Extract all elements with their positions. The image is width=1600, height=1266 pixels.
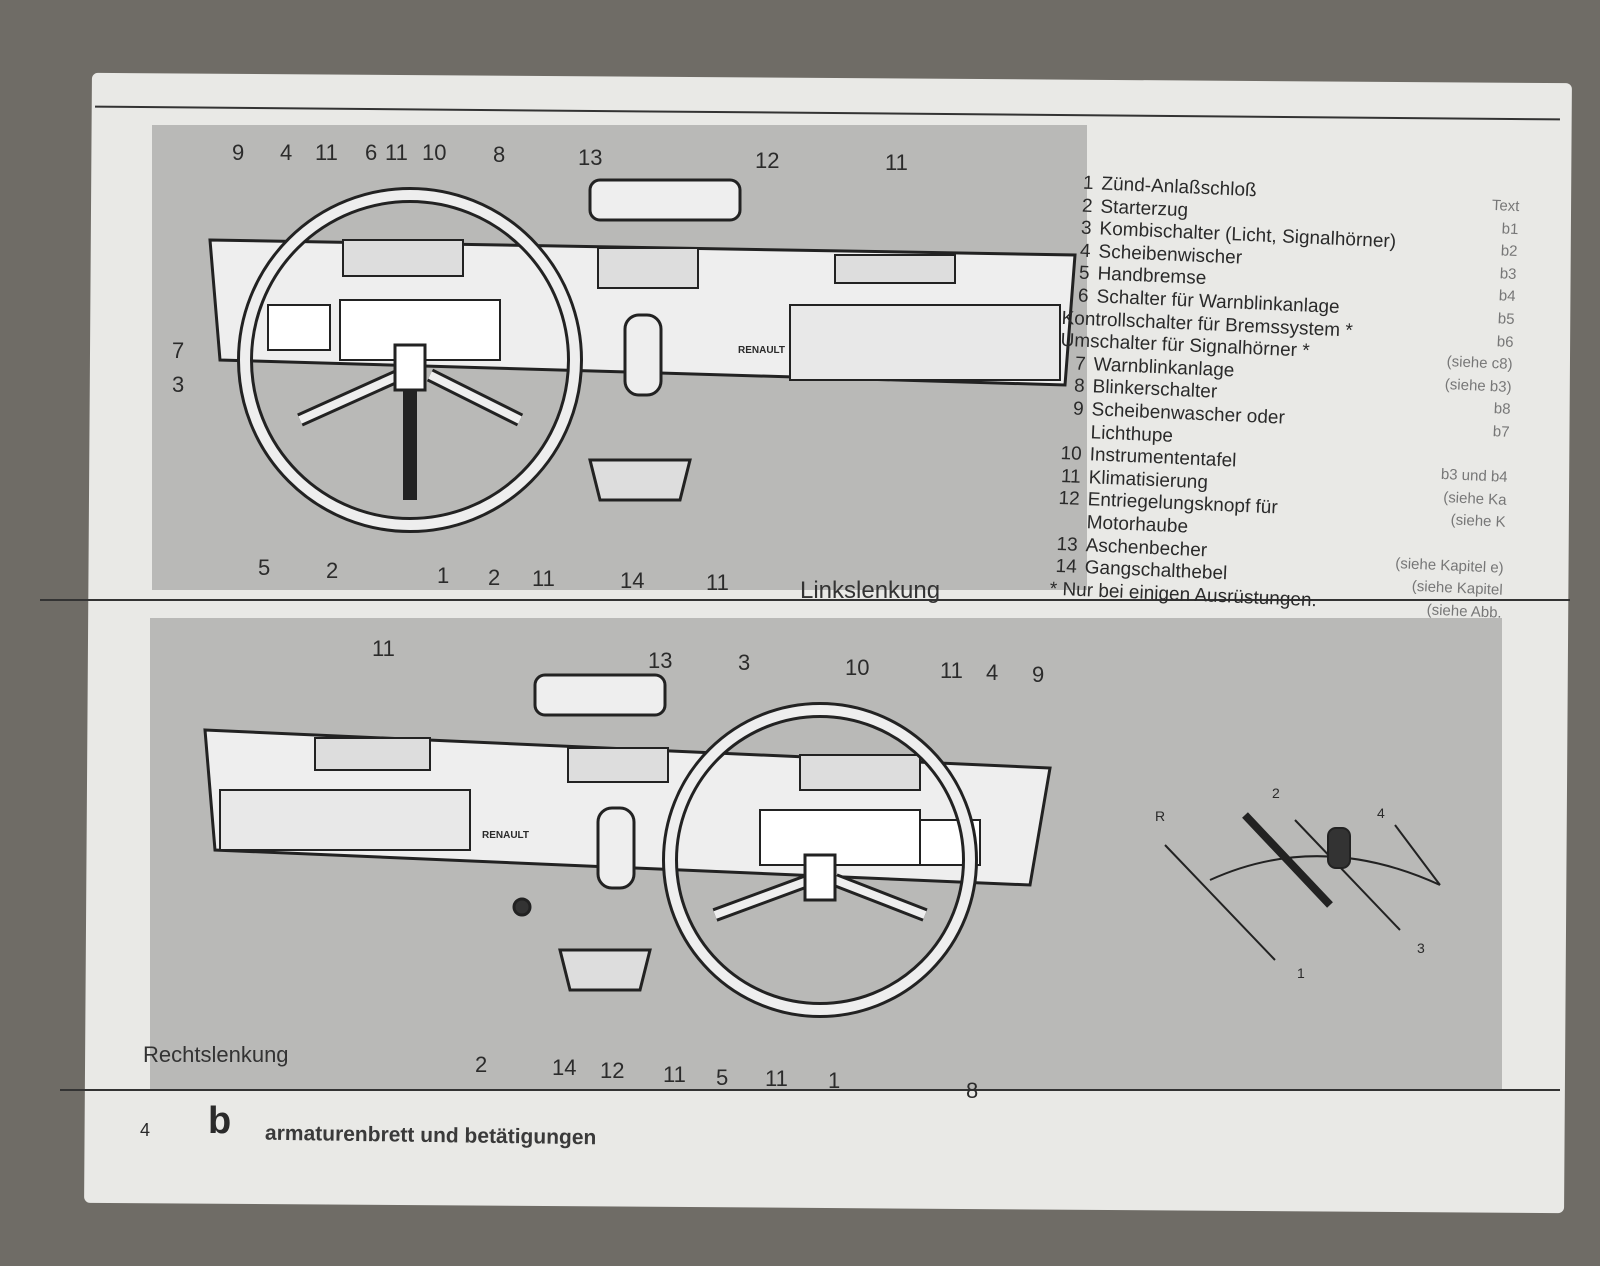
gear-label-reverse: R — [1155, 808, 1166, 824]
callout: 2 — [488, 565, 501, 590]
callout: 13 — [648, 648, 673, 673]
gear-label-1: 1 — [1297, 965, 1305, 981]
gear-label-3: 3 — [1417, 940, 1425, 956]
callout: 4 — [280, 140, 293, 165]
callout: 2 — [326, 558, 339, 583]
legend-references: Text b1 b2 b3 b4 b5 b6 (siehe c8) (siehe… — [1361, 190, 1520, 625]
callout: 6 — [365, 140, 378, 165]
callout: 14 — [620, 568, 645, 593]
callout: 13 — [578, 145, 603, 170]
gear-label-4: 4 — [1377, 805, 1385, 821]
callout: 11 — [372, 636, 395, 661]
callout: 11 — [385, 140, 408, 165]
callout: 10 — [422, 140, 447, 165]
callout: 8 — [966, 1078, 979, 1103]
caption-linkslenkung: Linkslenkung — [800, 577, 941, 604]
callout: 8 — [493, 142, 506, 167]
callout: 2 — [475, 1052, 488, 1077]
callout: 11 — [663, 1062, 686, 1087]
callout: 9 — [1032, 662, 1045, 687]
callout: 7 — [172, 338, 185, 363]
callout: 3 — [172, 372, 185, 397]
callout: 5 — [258, 555, 271, 580]
caption-rechtslenkung: Rechtslenkung — [143, 1042, 289, 1067]
section-letter: b — [208, 1100, 232, 1142]
callout: 3 — [738, 650, 751, 675]
callout: 12 — [755, 148, 780, 173]
callout: 10 — [845, 655, 870, 680]
callout: 1 — [828, 1068, 841, 1093]
renault-badge: RENAULT — [482, 830, 530, 841]
section-title: armaturenbrett und betätigungen — [264, 1121, 597, 1150]
page-number: 4 — [140, 1120, 151, 1140]
gear-label-2: 2 — [1272, 785, 1280, 801]
callout: 11 — [885, 150, 908, 175]
callout: 4 — [986, 660, 999, 685]
callout: 5 — [716, 1065, 729, 1090]
callout: 11 — [532, 566, 555, 591]
middle-rule — [40, 599, 1570, 601]
left-hand-dashboard — [208, 178, 1077, 533]
callout: 11 — [706, 570, 729, 595]
callout: 14 — [552, 1055, 577, 1080]
callout: 1 — [437, 563, 450, 588]
gear-shift-diagram — [1164, 812, 1441, 961]
callout: 9 — [232, 140, 245, 165]
right-hand-dashboard — [203, 673, 1052, 1018]
callout: 11 — [940, 658, 963, 683]
bottom-rule — [60, 1089, 1560, 1091]
callout: 11 — [765, 1066, 788, 1091]
callout: 12 — [600, 1058, 625, 1083]
renault-badge: RENAULT — [738, 345, 786, 356]
callout: 11 — [315, 140, 338, 165]
